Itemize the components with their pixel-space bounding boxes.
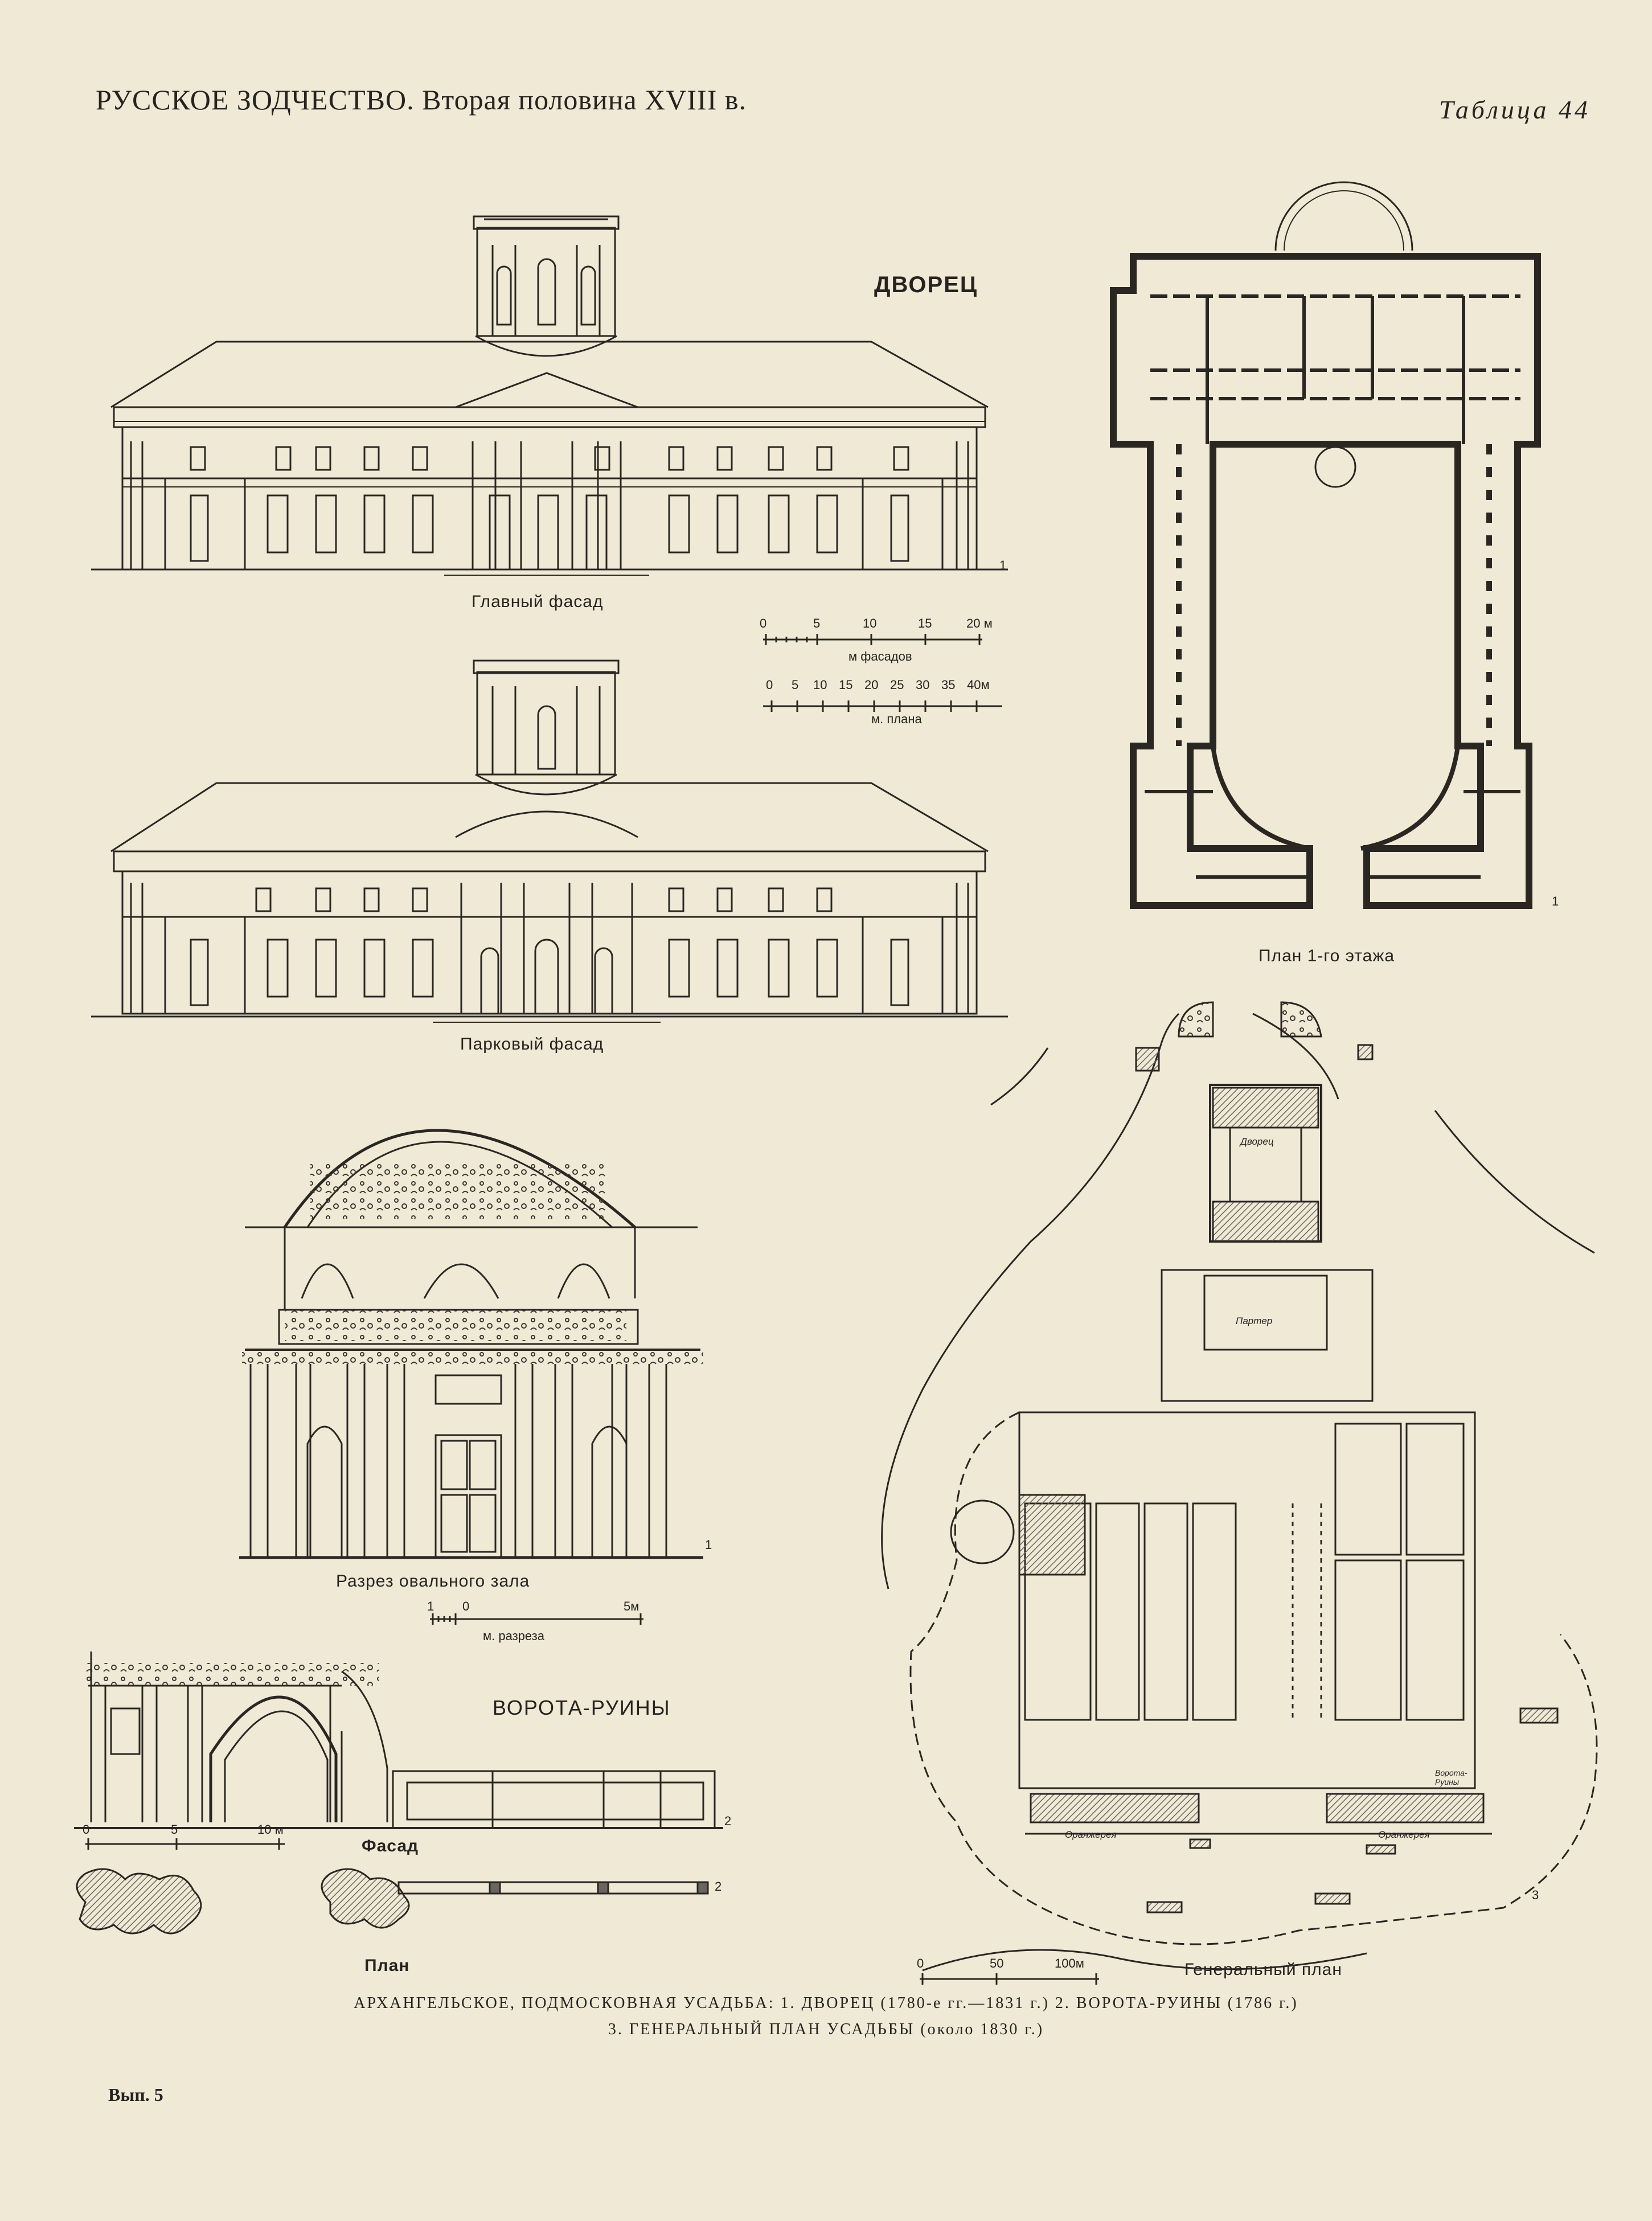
plan-scale-tick: 30 [916, 678, 930, 692]
floor-plan-drawing [1110, 181, 1541, 909]
general-scale-tick: 50 [990, 1956, 1004, 1970]
section-scale-caption: м. разреза [483, 1629, 544, 1643]
gate-facade-number: 2 [724, 1814, 732, 1828]
floor-plan-number: 1 [1552, 894, 1559, 908]
plan-scale-tick: 20 [864, 678, 879, 692]
plate-caption-line2: 3. ГЕНЕРАЛЬНЫЙ ПЛАН УСАДЬБЫ (около 1830 … [608, 2021, 1044, 2038]
general-plan-scale-bar [920, 1973, 1099, 1985]
plan-scale-tick: 15 [839, 678, 853, 692]
gp-gate-ruins-label: Ворота-Руины [1435, 1768, 1467, 1786]
floor-plan-label: План 1-го этажа [1259, 946, 1395, 965]
section-scale-tick: 0 [462, 1599, 470, 1613]
gp-palace-label: Дворец [1240, 1136, 1274, 1147]
plan-scale-tick: 0 [766, 678, 773, 692]
facade-scale-tick: 20 м [966, 616, 993, 630]
plan-scale-tick: 35 [941, 678, 956, 692]
gate-scale-tick: 10 м [257, 1822, 284, 1837]
general-plan-drawing [881, 1001, 1598, 1972]
main-facade-drawing [91, 215, 1008, 576]
gate-plan-number: 2 [715, 1879, 722, 1894]
gate-scale-tick: 0 [83, 1822, 90, 1837]
gate-scale-tick: 5 [171, 1822, 178, 1837]
palace-heading: ДВОРЕЦ [874, 272, 978, 297]
gate-plan-label: План [364, 1956, 410, 1975]
gate-heading: ВОРОТА-РУИНЫ [493, 1696, 671, 1719]
section-scale-bar [430, 1613, 643, 1625]
oval-hall-number: 1 [705, 1538, 712, 1552]
main-facade-label: Главный фасад [472, 592, 604, 611]
gp-orangery-right-label: Оранжерея [1378, 1829, 1430, 1840]
page-header-title: РУССКОЕ ЗОДЧЕСТВО. Вторая половина XVIII… [96, 84, 747, 116]
plate-number: Таблица 44 [1438, 95, 1590, 124]
facade-scale-tick: 0 [760, 616, 767, 630]
plan-scale-tick: 40м [967, 678, 990, 692]
section-scale-tick: 1 [427, 1599, 434, 1613]
gate-ruins-facade-drawing [74, 1652, 723, 1829]
facade-scale-caption: м фасадов [848, 649, 912, 663]
general-scale-tick: 100м [1055, 1956, 1084, 1970]
plan-scale-tick: 5 [792, 678, 799, 692]
general-scale-tick: 0 [917, 1956, 924, 1970]
general-plan-label: Генеральный план [1184, 1960, 1342, 1979]
gp-parterre-label: Партер [1236, 1316, 1273, 1326]
general-plan-number: 3 [1532, 1888, 1539, 1902]
oval-hall-label: Разрез овального зала [336, 1572, 530, 1591]
plan-scale-bar [763, 700, 1002, 712]
plan-scale-caption: м. плана [871, 712, 922, 726]
gp-orangery-left-label: Оранжерея [1065, 1829, 1117, 1840]
issue-number: Вып. 5 [108, 2084, 163, 2105]
facade-scale-tick: 5 [813, 616, 821, 630]
facade-scale-tick: 10 [863, 616, 877, 630]
gate-facade-label: Фасад [362, 1837, 419, 1855]
park-facade-drawing [91, 659, 1008, 1023]
plate-caption-line1: АРХАНГЕЛЬСКОЕ, ПОДМОСКОВНАЯ УСАДЬБА: 1. … [354, 1994, 1298, 2012]
plan-scale-tick: 10 [813, 678, 827, 692]
facade-scale-tick: 15 [918, 616, 932, 630]
oval-hall-section-drawing [239, 1129, 703, 1559]
section-scale-tick: 5м [624, 1599, 640, 1613]
gate-ruins-plan-drawing [76, 1868, 709, 1935]
park-facade-label: Парковый фасад [460, 1035, 604, 1054]
main-facade-number: 1 [999, 558, 1007, 572]
plan-scale-tick: 25 [890, 678, 904, 692]
gate-scale-bar [85, 1838, 285, 1850]
facade-scale-bar [763, 634, 982, 645]
